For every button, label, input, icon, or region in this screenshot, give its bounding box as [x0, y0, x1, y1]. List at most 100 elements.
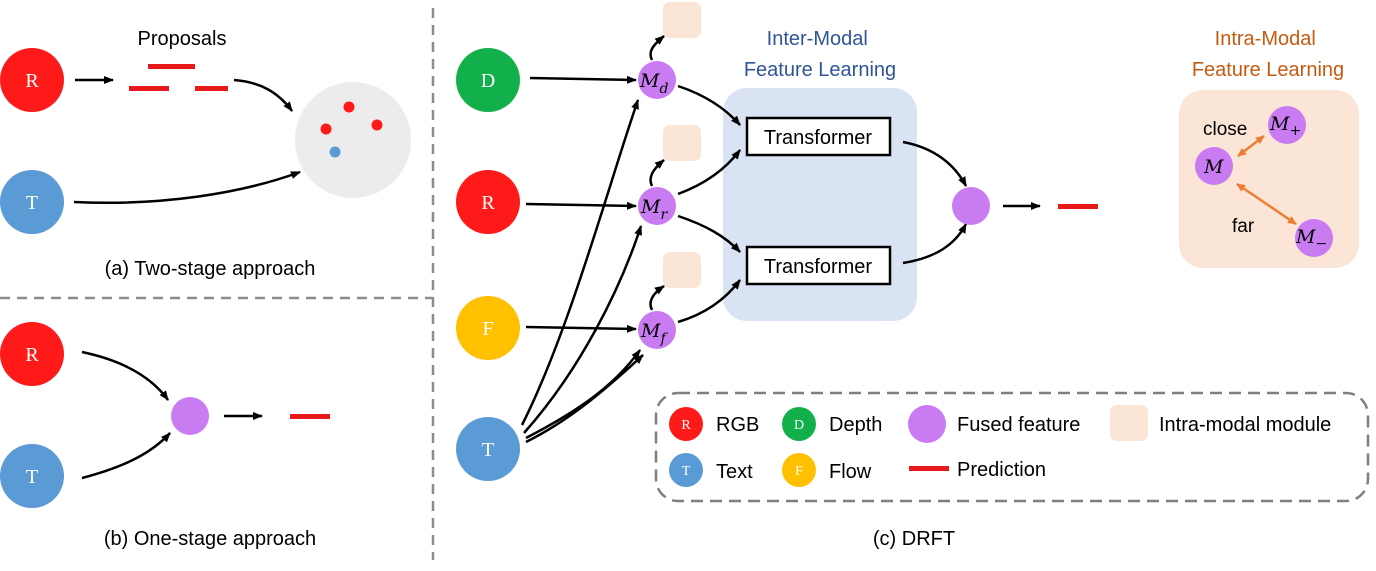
negative-label: M−	[1295, 226, 1327, 252]
arrow-md-to-transformer1	[677, 84, 741, 126]
legend-intra-icon	[1110, 405, 1148, 441]
node-depth-label: D	[481, 70, 495, 92]
arrow-md-to-intra	[649, 35, 665, 61]
fused-md-label: Md	[639, 70, 668, 97]
fused-mf-sub: f	[659, 331, 668, 347]
positive-base: M	[1269, 113, 1290, 135]
legend-text-label: Text	[716, 461, 753, 483]
legend-prediction-icon	[909, 466, 949, 471]
arrow-t-to-mr	[523, 225, 643, 434]
intra-modal-title: Intra-Modal Feature Learning	[1192, 28, 1344, 81]
node-text-b	[0, 444, 64, 508]
arrow-t-to-md	[520, 99, 640, 426]
legend-flow-label: Flow	[829, 461, 872, 483]
panel-a: Proposals R T (a) Two-stage approach	[0, 28, 411, 280]
proposal-bar	[148, 64, 195, 69]
legend: R RGB D Depth Fused feature Intra-modal …	[669, 405, 1331, 487]
legend-text-symbol: T	[682, 464, 691, 479]
fused-mr-sub: r	[660, 207, 668, 223]
negative-feature	[1295, 219, 1333, 257]
node-flow-label: F	[482, 318, 493, 340]
panel-c: Inter-Modal Feature Learning Transformer…	[456, 2, 1370, 550]
node-rgb-a-label: R	[25, 70, 39, 92]
node-depth	[456, 48, 520, 112]
far-arrow	[1236, 182, 1297, 226]
node-rgb-label: R	[481, 192, 495, 214]
legend-intra-label: Intra-modal module	[1159, 414, 1331, 436]
node-text-label: T	[482, 439, 494, 461]
node-rgb-b-label: R	[25, 344, 39, 366]
node-rgb	[456, 170, 520, 234]
legend-fused-icon	[908, 405, 946, 443]
legend-rgb-label: RGB	[716, 414, 759, 436]
inter-modal-title-line2: Feature Learning	[744, 59, 896, 81]
prediction-c	[1058, 204, 1098, 209]
legend-prediction-label: Prediction	[957, 459, 1046, 481]
proposal-bar	[129, 86, 169, 91]
fused-mf-label: Mf	[640, 320, 668, 347]
fused-mf-base: M	[640, 320, 661, 342]
transformer-box-2	[745, 245, 892, 286]
arrow-t-to-mf	[525, 349, 642, 440]
arrow-mr-to-transformer2	[677, 214, 741, 253]
node-text	[456, 417, 520, 481]
intra-modal-title-line1: Intra-Modal	[1215, 28, 1316, 50]
arrow-r-to-mr	[525, 201, 637, 210]
proposal-point	[371, 119, 383, 131]
node-text-b-label: T	[26, 466, 38, 488]
fused-md-base: M	[639, 70, 660, 92]
arrow-mf-to-transformer2	[677, 279, 741, 324]
node-rgb-b	[0, 322, 64, 386]
intra-modal-module-d	[663, 2, 701, 38]
node-rgb-a	[0, 48, 64, 112]
legend-depth-symbol: D	[794, 418, 804, 433]
legend-box	[654, 391, 1370, 503]
fused-mf	[638, 311, 676, 349]
close-arrow	[1237, 135, 1265, 157]
positive-label: M+	[1269, 113, 1301, 139]
legend-rgb-icon	[669, 407, 703, 441]
arrow-mr-to-transformer1	[677, 149, 741, 196]
legend-fused-label: Fused feature	[957, 414, 1080, 436]
legend-depth-label: Depth	[829, 414, 882, 436]
prediction-b	[290, 414, 330, 419]
arrow-transformer2-to-output	[902, 223, 968, 265]
fused-md-sub: d	[659, 81, 668, 97]
arrow-transformer1-to-output	[902, 140, 968, 187]
arrow-proposals-to-space	[233, 78, 294, 112]
anchor-feature	[1195, 147, 1233, 185]
fused-mr-label: Mr	[640, 196, 668, 223]
legend-depth-icon	[782, 407, 816, 441]
legend-flow-symbol: F	[795, 464, 803, 479]
inter-modal-title-line1: Inter-Modal	[767, 28, 868, 50]
caption-c: (c) DRFT	[873, 528, 955, 550]
intra-modal-title-line2: Feature Learning	[1192, 59, 1344, 81]
arrow-t-to-fused-low	[525, 354, 644, 444]
close-label: close	[1203, 119, 1247, 140]
arrow-t-to-space	[73, 170, 301, 205]
arrow-r-to-fused-b	[81, 350, 170, 401]
negative-sub: −	[1315, 236, 1327, 252]
arrow-t-to-fused-b	[81, 432, 171, 480]
arrow-d-to-md	[529, 75, 637, 84]
anchor-label: M	[1203, 156, 1224, 178]
node-flow	[456, 296, 520, 360]
fused-mr	[638, 187, 676, 225]
intra-modal-module-r	[663, 125, 701, 161]
legend-rgb-symbol: R	[681, 418, 691, 433]
intra-modal-module-f	[663, 252, 701, 288]
fused-md	[638, 61, 676, 99]
arrow-mf-to-intra	[649, 284, 665, 311]
node-text-a	[0, 170, 64, 234]
proposal-point	[320, 123, 332, 135]
caption-a: (a) Two-stage approach	[105, 258, 316, 280]
inter-modal-title: Inter-Modal Feature Learning	[744, 28, 896, 81]
positive-sub: +	[1289, 123, 1301, 139]
negative-base: M	[1295, 226, 1316, 248]
far-label: far	[1232, 216, 1255, 237]
transformer-label-1: Transformer	[764, 127, 873, 149]
text-point	[329, 146, 341, 158]
transformer-label-2: Transformer	[764, 256, 873, 278]
fused-output	[952, 187, 990, 225]
